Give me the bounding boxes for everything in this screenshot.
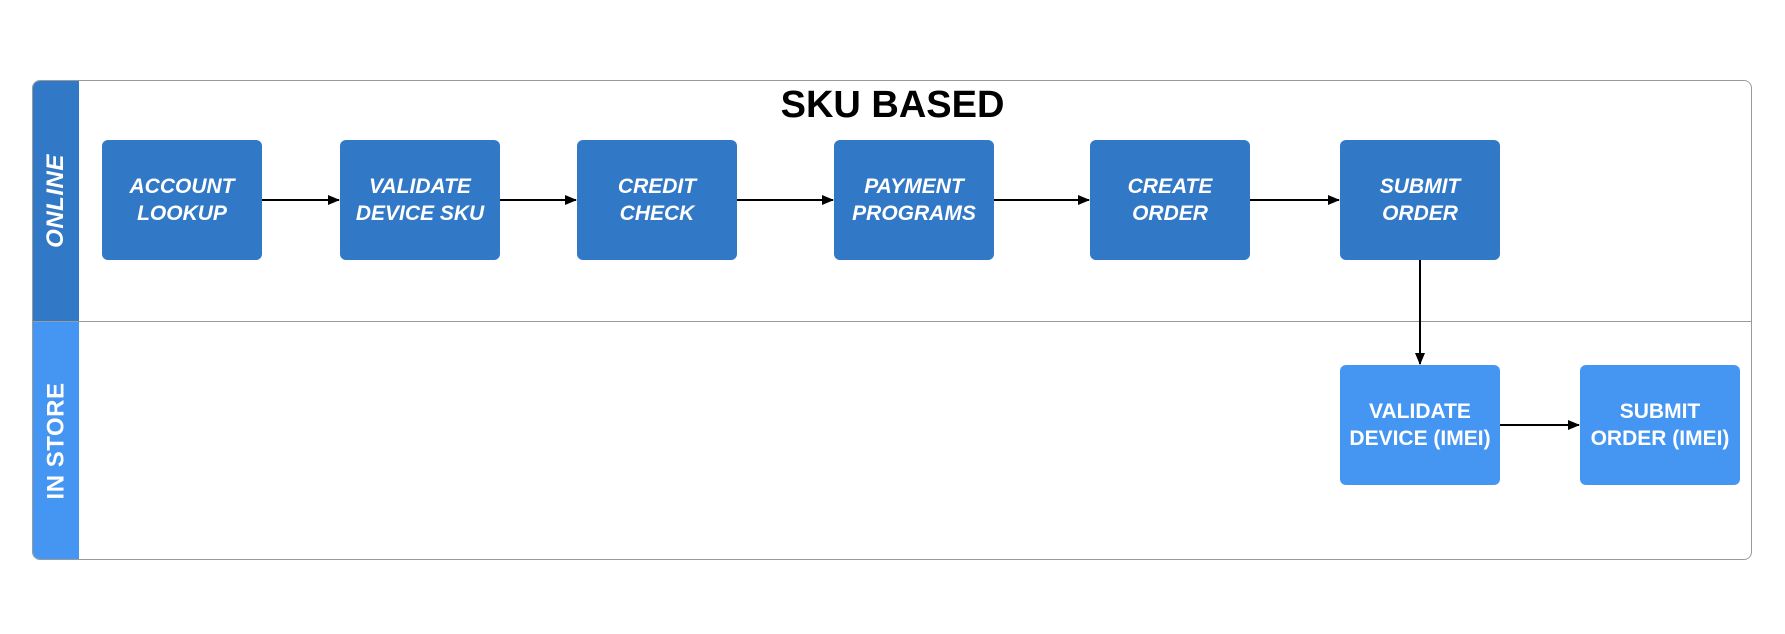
node-account-lookup[interactable]: ACCOUNT LOOKUP (102, 140, 262, 260)
lane-header-online: ONLINE (33, 81, 79, 321)
node-create-order[interactable]: CREATE ORDER (1090, 140, 1250, 260)
diagram-title: SKU BASED (780, 84, 1005, 126)
node-submit-order-label: SUBMIT ORDER (1379, 175, 1461, 225)
node-payment-programs-label: PAYMENT PROGRAMS (852, 175, 976, 225)
node-payment-programs[interactable]: PAYMENT PROGRAMS (834, 140, 994, 260)
node-validate-device-sku[interactable]: VALIDATE DEVICE SKU (340, 140, 500, 260)
swimlane-frame: ONLINE IN STORE (32, 80, 1752, 560)
node-submit-order[interactable]: SUBMIT ORDER (1340, 140, 1500, 260)
node-account-lookup-label: ACCOUNT LOOKUP (129, 175, 235, 225)
node-validate-device-sku-label: VALIDATE DEVICE SKU (355, 175, 485, 225)
node-validate-device-imei[interactable]: VALIDATE DEVICE (IMEI) (1340, 365, 1500, 485)
node-submit-order-imei-label: SUBMIT ORDER (IMEI) (1590, 400, 1730, 450)
lane-header-in-store: IN STORE (33, 321, 79, 559)
node-credit-check[interactable]: CREDIT CHECK (577, 140, 737, 260)
lane-label-online: ONLINE (42, 154, 70, 248)
node-validate-device-imei-label: VALIDATE DEVICE (IMEI) (1349, 400, 1491, 450)
node-create-order-label: CREATE ORDER (1127, 175, 1213, 225)
lane-divider (33, 321, 1751, 322)
lane-label-in-store: IN STORE (42, 382, 70, 500)
node-submit-order-imei[interactable]: SUBMIT ORDER (IMEI) (1580, 365, 1740, 485)
node-credit-check-label: CREDIT CHECK (617, 175, 697, 225)
